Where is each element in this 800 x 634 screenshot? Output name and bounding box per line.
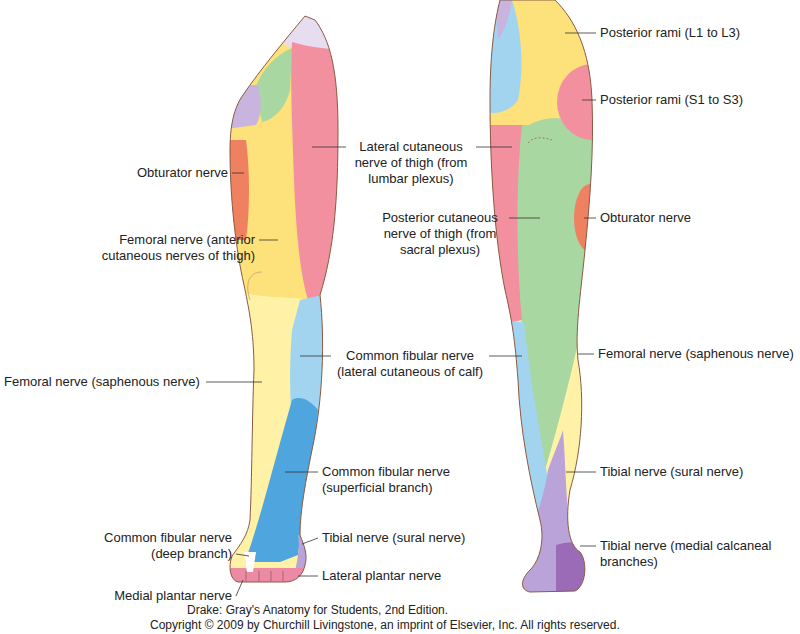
leader-line	[580, 546, 596, 547]
toe-line	[259, 571, 260, 581]
gluteal-fold	[528, 138, 552, 143]
nerve-label: Femoral nerve (saphenous nerve)	[598, 346, 794, 362]
lateral-calf-region	[480, 320, 548, 520]
leader-line	[259, 240, 278, 241]
leader-line	[300, 356, 331, 357]
nerve-label: Lateral cutaneous nerve of thigh (from l…	[350, 139, 472, 187]
leader-line	[302, 538, 318, 544]
leader-lines	[206, 33, 596, 596]
upper-lateral-region	[480, 0, 521, 113]
nerve-label: Tibial nerve (medial calcaneal branches)	[600, 538, 780, 570]
limb-outline	[490, 0, 593, 592]
leader-line	[285, 472, 318, 473]
nerve-label: Common fibular nerve (lateral cutaneous …	[335, 348, 485, 380]
nerve-label: Femoral nerve (anterior cutaneous nerves…	[80, 232, 255, 264]
caption: Drake: Gray's Anatomy for Students, 2nd …	[187, 603, 448, 617]
leader-line	[565, 33, 596, 34]
lilac-region	[495, 0, 512, 40]
leader-line	[298, 576, 318, 577]
nerve-label: Posterior rami (L1 to L3)	[600, 25, 740, 41]
nerve-label: Medial plantar nerve	[80, 588, 232, 604]
limb-outline	[230, 16, 338, 582]
saphenous-region	[480, 310, 600, 600]
nerve-label: Tibial nerve (sural nerve)	[600, 464, 743, 480]
leader-line	[206, 382, 262, 383]
nerve-label: Common fibular nerve (superficial branch…	[322, 464, 462, 496]
leader-line	[232, 173, 244, 174]
superficial-fibular-region	[245, 398, 318, 562]
knee-detail	[248, 272, 262, 300]
leader-line	[578, 354, 594, 355]
copyright-note: Copyright © 2009 by Churchill Livingston…	[150, 618, 620, 632]
anterior-limb-regions	[220, 0, 350, 600]
nerve-label: Posterior cutaneous nerve of thigh (from…	[375, 210, 505, 258]
obturator-region	[220, 140, 249, 240]
nerve-label: Obturator nerve	[88, 165, 228, 181]
toe-line	[283, 571, 284, 581]
leader-line	[582, 100, 596, 101]
leader-line	[236, 580, 243, 596]
nerve-label: Posterior rami (S1 to S3)	[600, 92, 743, 108]
deep-fibular-region	[244, 552, 256, 572]
leader-line	[584, 218, 596, 219]
lilac-region	[220, 85, 261, 130]
saphenous-region	[220, 285, 345, 600]
leader-line	[489, 356, 522, 357]
toe-line	[271, 571, 272, 581]
nerve-label: Lateral plantar nerve	[322, 568, 441, 584]
nerve-label: Common fibular nerve (deep branch)	[97, 530, 232, 562]
leader-line	[566, 472, 596, 473]
leader-line	[509, 218, 540, 219]
nerve-label: Obturator nerve	[600, 210, 691, 226]
leader-line	[236, 554, 249, 556]
leader-line	[476, 147, 512, 148]
leader-line	[312, 147, 346, 148]
toe-line	[246, 571, 247, 581]
green-region	[255, 48, 292, 122]
nerve-label: Femoral nerve (saphenous nerve)	[4, 374, 200, 390]
posterior-limb-regions	[480, 0, 627, 600]
toe-lines	[246, 571, 283, 581]
nerve-label: Tibial nerve (sural nerve)	[322, 530, 465, 546]
